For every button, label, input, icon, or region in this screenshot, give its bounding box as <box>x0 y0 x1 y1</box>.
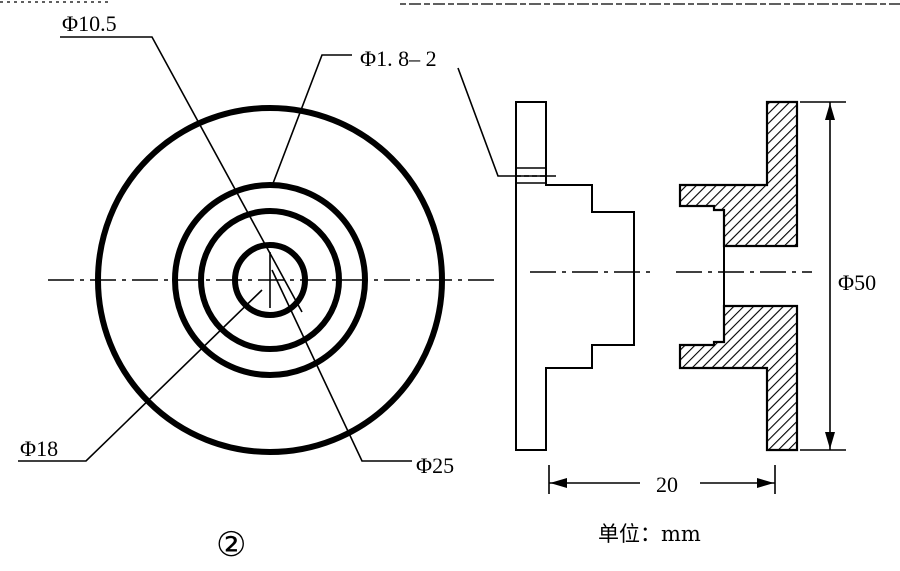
side-view-outline <box>515 101 635 451</box>
leader-phi18 <box>18 289 263 462</box>
label-phi25: Φ25 <box>416 453 454 478</box>
leader-phi25 <box>271 269 412 462</box>
leader-pin-hole <box>457 67 556 177</box>
dimension-phi50 <box>800 101 846 451</box>
side-view <box>457 67 650 451</box>
label-length-20: 20 <box>656 472 678 497</box>
label-phi18: Φ18 <box>20 436 58 461</box>
arrowhead-down <box>825 432 835 449</box>
arrowhead-right <box>757 478 774 488</box>
figure-number: ② <box>216 527 246 564</box>
label-phi10-5: Φ10.5 <box>62 11 117 36</box>
section-upper-half <box>678 100 799 248</box>
dimension-20 <box>548 465 776 494</box>
leader-phi1-8-2 <box>271 54 352 187</box>
scan-artifacts <box>0 1 900 5</box>
arrowhead-left <box>550 478 567 488</box>
label-phi50: Φ50 <box>838 270 876 295</box>
front-view <box>18 36 500 462</box>
circle-phi18 <box>198 208 342 352</box>
leader-phi10-5 <box>60 36 303 313</box>
section-view <box>676 100 812 452</box>
label-phi1-8-2: Φ1. 8– 2 <box>360 46 437 71</box>
section-lower-half <box>678 304 799 452</box>
unit-label: 单位：mm <box>598 522 701 546</box>
arrowhead-up <box>825 103 835 120</box>
